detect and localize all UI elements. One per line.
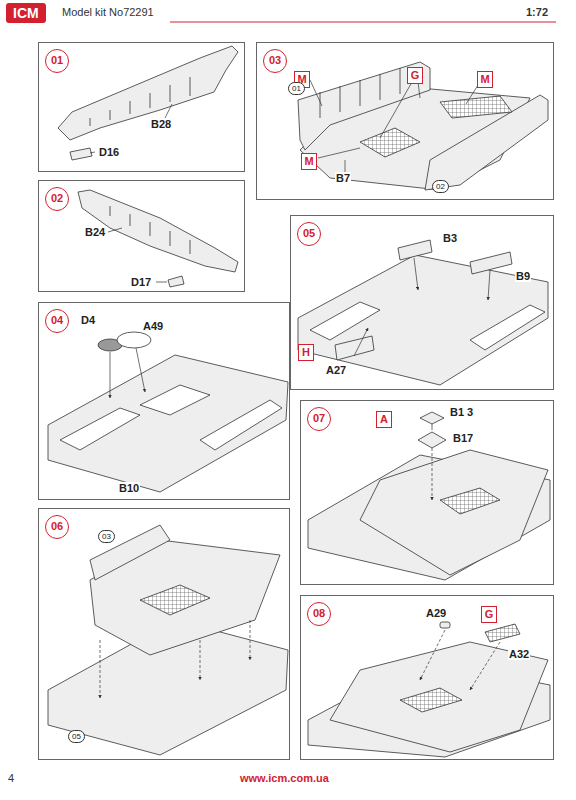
grille [360, 128, 420, 157]
side-wall [90, 525, 170, 580]
part-b17 [418, 432, 446, 448]
step-number: 06 [45, 515, 69, 539]
wall-ribs [110, 206, 190, 254]
paint-code: G [408, 68, 422, 82]
floor-plate [48, 355, 288, 492]
recess [200, 400, 282, 450]
step-number: 08 [307, 602, 331, 626]
kit-number: Model kit No72291 [62, 6, 154, 18]
paint-code-box: A [376, 411, 392, 428]
part-number: D4 [80, 314, 96, 326]
part-number: B7 [335, 172, 351, 184]
brand-logo: ICM [6, 3, 46, 23]
part-number: B3 [442, 232, 458, 244]
part-number: A49 [142, 320, 164, 332]
paint-code-box: H [298, 344, 314, 361]
part-a29 [440, 622, 450, 628]
website: www.icm.com.ua [240, 772, 329, 784]
grille [440, 488, 500, 514]
grille [440, 96, 512, 118]
hatch [140, 385, 210, 415]
paint-code-box: M [477, 71, 493, 88]
part-number: B17 [452, 432, 474, 444]
part-b13 [420, 412, 444, 424]
grille [400, 688, 462, 712]
part-b9 [470, 252, 512, 274]
step-panel: 03MGMM [256, 42, 554, 200]
step-number: 01 [45, 49, 69, 73]
paint-code: H [299, 345, 313, 359]
small-part [70, 148, 92, 160]
paint-code: M [302, 154, 316, 168]
callout-number: 02 [432, 180, 449, 193]
paint-code: M [478, 72, 492, 86]
grille [140, 585, 210, 615]
step-number: 07 [307, 407, 331, 431]
callout-number: 01 [288, 82, 305, 95]
recess [60, 408, 140, 450]
scale: 1:72 [526, 6, 548, 18]
part-number: A32 [508, 648, 530, 660]
part-number: B10 [118, 482, 140, 494]
paint-code-box: M [301, 153, 317, 170]
paint-code: G [482, 607, 496, 621]
recess [310, 302, 380, 340]
recess [470, 305, 545, 350]
step-number: 04 [45, 309, 69, 333]
part-number: B9 [515, 270, 531, 282]
part-number: A27 [325, 364, 347, 376]
leader-lines [90, 80, 500, 698]
wall-ribs [90, 77, 190, 126]
part-a27 [335, 336, 374, 360]
small-part [168, 276, 184, 287]
step-panel: 08 G [300, 595, 554, 760]
step-panel: 07 A [300, 400, 554, 585]
part-number: B1 3 [449, 406, 474, 418]
paint-code-box: G [481, 606, 497, 623]
wall-ribs [320, 68, 400, 118]
part-number: D17 [130, 276, 152, 288]
part-a32 [485, 624, 520, 642]
step-panel: 01 [38, 42, 245, 172]
side-wall [78, 190, 238, 272]
hull-tub [360, 450, 548, 575]
page-number: 4 [8, 772, 14, 784]
step-number: 05 [297, 222, 321, 246]
part-number: D16 [98, 146, 120, 158]
callout-number: 05 [68, 730, 85, 743]
step-number: 02 [45, 187, 69, 211]
part-number: A29 [425, 607, 447, 619]
hull-tub [330, 642, 548, 752]
step-number: 03 [263, 49, 287, 73]
paint-code: A [377, 412, 391, 426]
side-wall [425, 95, 548, 190]
paint-code-box: G [407, 67, 423, 84]
part-b3 [398, 240, 432, 260]
side-wall [58, 46, 238, 140]
part-number: B24 [84, 226, 106, 238]
part-a49 [117, 332, 151, 348]
header-rule [170, 21, 556, 22]
step-panel: 06 [38, 508, 290, 760]
floor-plate [298, 255, 548, 385]
part-number: B28 [150, 118, 172, 130]
callout-number: 03 [98, 530, 115, 543]
